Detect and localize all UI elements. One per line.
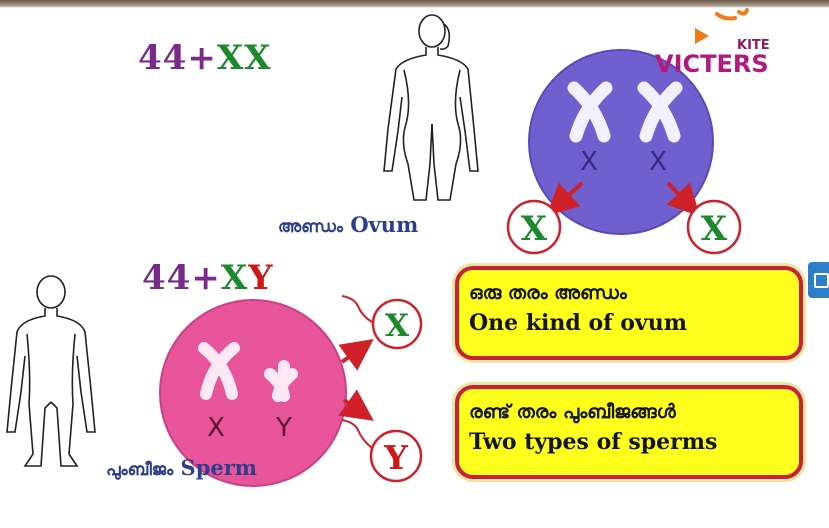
sex-chromosome: X bbox=[217, 38, 244, 78]
female-cell-chromosome-label: X bbox=[580, 147, 598, 177]
sex-chromosome: X bbox=[244, 38, 271, 78]
note-box-ovum: ഒരു തരം അണ്ഡം One kind of ovum bbox=[455, 266, 803, 360]
ovum-label: അണ്ഡം Ovum bbox=[278, 212, 418, 237]
ovum-gamete-label: X bbox=[521, 209, 548, 249]
kite-victers-logo: KITE VICTERS bbox=[655, 8, 795, 72]
male-cell-chromosome-label: X bbox=[207, 413, 225, 443]
autosome-count: 44 bbox=[138, 38, 187, 78]
note-box-sperm: രണ്ട് തരം പുംബീജങ്ങൾ Two types of sperms bbox=[455, 385, 803, 479]
note-line-ml: രണ്ട് തരം പുംബീജങ്ങൾ bbox=[469, 397, 789, 427]
kite-logo-icon bbox=[655, 8, 795, 48]
autosome-count: 44 bbox=[142, 258, 191, 298]
female-cell-chromosome-label: X bbox=[649, 147, 667, 177]
sperm-tail bbox=[342, 296, 372, 322]
female-karyotype: 44+XX bbox=[138, 38, 272, 78]
side-panel-icon[interactable] bbox=[808, 262, 829, 298]
sperm-gamete-label: X bbox=[385, 308, 410, 344]
arrow bbox=[344, 400, 364, 414]
note-line-ml: ഒരു തരം അണ്ഡം bbox=[469, 278, 789, 308]
plus-sign: + bbox=[191, 258, 221, 298]
sperm-label-en: Sperm bbox=[181, 455, 258, 480]
plus-sign: + bbox=[187, 38, 217, 78]
male-cell-chromosome-label: Y bbox=[275, 413, 292, 443]
female-figure-icon bbox=[384, 15, 478, 200]
sperm-label: പുംബീജം Sperm bbox=[106, 455, 257, 480]
note-line-en: One kind of ovum bbox=[469, 308, 789, 338]
ovum-label-ml: അണ്ഡം bbox=[278, 217, 343, 237]
logo-victers-text: VICTERS bbox=[655, 50, 769, 78]
arrow bbox=[342, 346, 364, 362]
sperm-tail bbox=[342, 420, 372, 448]
ovum-label-en: Ovum bbox=[350, 212, 418, 237]
ovum-gamete-label: X bbox=[701, 209, 728, 249]
sex-chromosome: Y bbox=[248, 258, 273, 298]
sperm-gamete-label: Y bbox=[383, 438, 408, 477]
sperm-label-ml: പുംബീജം bbox=[106, 460, 173, 480]
male-karyotype: 44+XY bbox=[142, 258, 274, 298]
note-line-en: Two types of sperms bbox=[469, 427, 789, 457]
male-figure-icon bbox=[7, 276, 95, 466]
sex-chromosome: X bbox=[221, 258, 248, 298]
